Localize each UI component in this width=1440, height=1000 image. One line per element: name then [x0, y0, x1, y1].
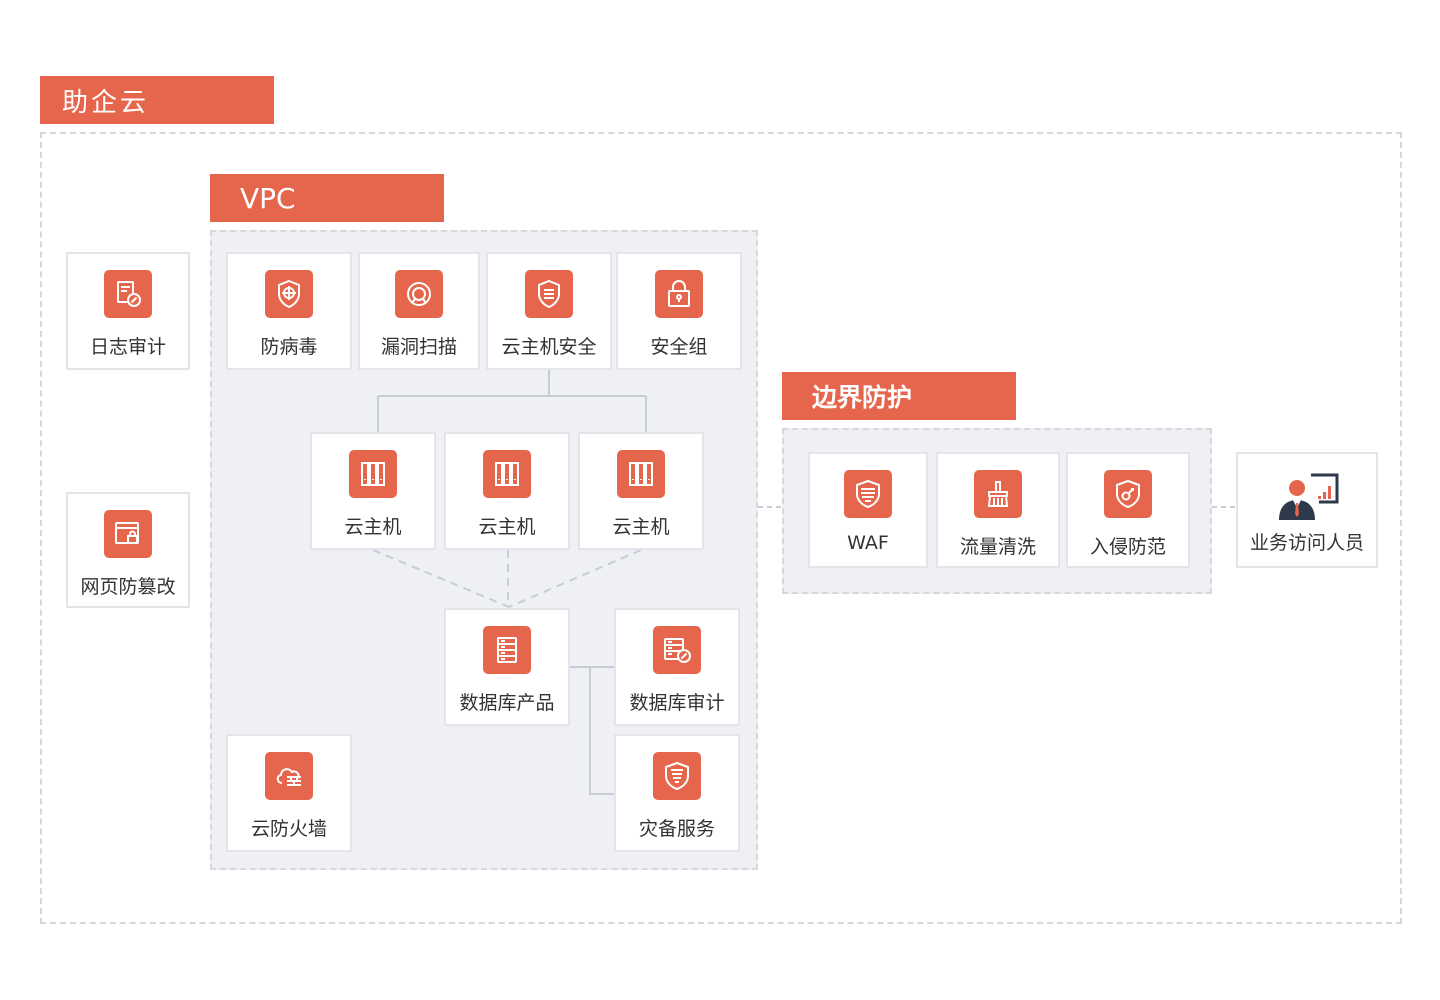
antivirus-label: 防病毒 — [260, 336, 318, 358]
node-disaster-service[interactable]: 灾备服务 — [614, 734, 740, 852]
traffic-cleaning-label: 流量清洗 — [959, 536, 1036, 558]
db-product-label: 数据库产品 — [459, 692, 555, 714]
vuln-scan-icon — [395, 270, 443, 318]
disaster-shield-icon — [653, 752, 701, 800]
host-security-shield-icon — [525, 270, 573, 318]
border-label: 边界防护 — [812, 383, 913, 412]
node-host-security[interactable]: 云主机安全 — [486, 252, 612, 370]
node-log-audit[interactable]: 日志审计 — [66, 252, 190, 370]
security-group-label: 安全组 — [650, 336, 708, 358]
cvm-3-label: 云主机 — [612, 516, 670, 538]
node-vuln-scan[interactable]: 漏洞扫描 — [358, 252, 480, 370]
node-db-audit[interactable]: 数据库审计 — [614, 608, 740, 726]
border-tag: 边界防护 — [782, 372, 1016, 420]
intrusion-shield-icon — [1104, 470, 1152, 518]
node-cvm-2[interactable]: 云主机 — [444, 432, 570, 550]
node-waf[interactable]: WAF — [808, 452, 928, 568]
cloud-firewall-icon — [265, 752, 313, 800]
host-security-label: 云主机安全 — [501, 336, 597, 358]
visitor-label: 业务访问人员 — [1249, 532, 1364, 554]
log-audit-label: 日志审计 — [89, 336, 166, 358]
vuln-scan-label: 漏洞扫描 — [380, 336, 457, 358]
web-tamper-label: 网页防篡改 — [80, 576, 176, 598]
database-icon — [483, 626, 531, 674]
vpc-tag: VPC — [210, 174, 444, 222]
connector-db-branch — [570, 666, 614, 795]
visitor-icon — [1271, 470, 1343, 522]
node-db-product[interactable]: 数据库产品 — [444, 608, 570, 726]
vpc-label: VPC — [240, 181, 296, 215]
cvm-2-label: 云主机 — [478, 516, 536, 538]
security-group-lock-icon — [655, 270, 703, 318]
node-cloud-firewall[interactable]: 云防火墙 — [226, 734, 352, 852]
connector-cvm-to-db — [372, 549, 642, 608]
antivirus-shield-icon — [265, 270, 313, 318]
node-visitor[interactable]: 业务访问人员 — [1236, 452, 1378, 568]
waf-label: WAF — [847, 532, 889, 554]
node-antivirus[interactable]: 防病毒 — [226, 252, 352, 370]
cloud-firewall-label: 云防火墙 — [250, 818, 327, 840]
disaster-service-label: 灾备服务 — [638, 818, 715, 840]
node-cvm-1[interactable]: 云主机 — [310, 432, 436, 550]
cvm-server-icon — [483, 450, 531, 498]
node-security-group[interactable]: 安全组 — [616, 252, 742, 370]
connector-security-to-cvm — [377, 370, 647, 432]
cvm-1-label: 云主机 — [344, 516, 402, 538]
intrusion-prevention-label: 入侵防范 — [1089, 536, 1166, 558]
broom-icon — [974, 470, 1022, 518]
waf-shield-icon — [844, 470, 892, 518]
outer-frame — [40, 132, 1402, 924]
company-tag: 助企云 — [40, 76, 274, 124]
web-tamper-icon — [104, 510, 152, 558]
node-cvm-3[interactable]: 云主机 — [578, 432, 704, 550]
node-traffic-cleaning[interactable]: 流量清洗 — [936, 452, 1060, 568]
company-label: 助企云 — [62, 87, 150, 118]
log-audit-icon — [104, 270, 152, 318]
cvm-server-icon — [349, 450, 397, 498]
node-intrusion-prevention[interactable]: 入侵防范 — [1066, 452, 1190, 568]
node-web-tamper[interactable]: 网页防篡改 — [66, 492, 190, 608]
cvm-server-icon — [617, 450, 665, 498]
db-audit-icon — [653, 626, 701, 674]
db-audit-label: 数据库审计 — [629, 692, 725, 714]
